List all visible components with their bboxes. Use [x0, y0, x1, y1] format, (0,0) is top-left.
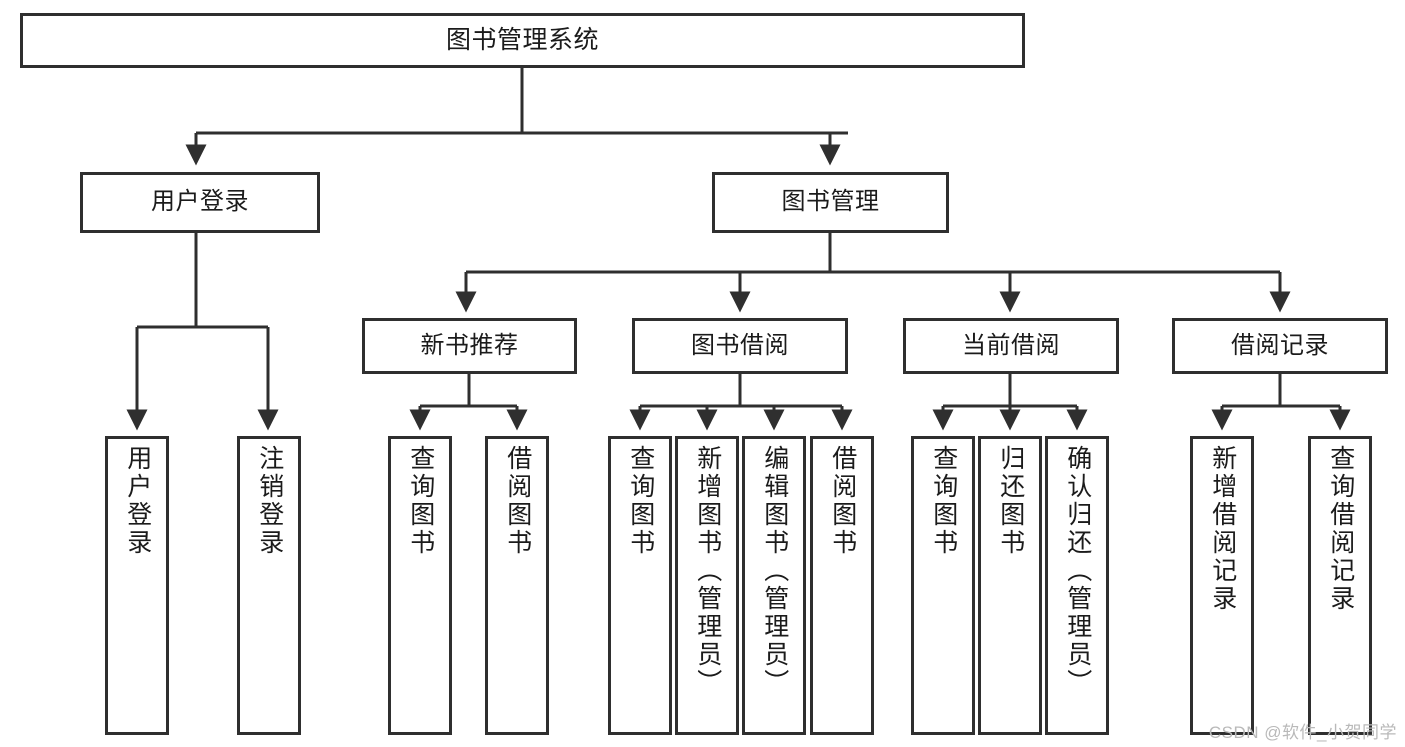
leaf-query-book-new-rec[interactable]: 查询图书: [388, 436, 452, 735]
node-label: 借阅记录: [1231, 331, 1329, 359]
leaf-add-borrow-record[interactable]: 新增借阅记录: [1190, 436, 1254, 735]
node-label: 查询图书: [406, 445, 435, 557]
node-book-borrow[interactable]: 图书借阅: [632, 318, 848, 374]
node-label: 确认归还（管理员）: [1063, 445, 1092, 697]
node-label: 查询借阅记录: [1326, 445, 1355, 613]
leaf-borrow-book-new-rec[interactable]: 借阅图书: [485, 436, 549, 735]
leaf-borrow-book[interactable]: 借阅图书: [810, 436, 874, 735]
node-label: 借阅图书: [503, 445, 532, 557]
node-label: 图书管理系统: [445, 25, 599, 54]
leaf-return-book[interactable]: 归还图书: [978, 436, 1042, 735]
node-label: 用户登录: [151, 188, 249, 216]
node-label: 编辑图书（管理员）: [760, 445, 789, 697]
node-label: 查询图书: [626, 445, 655, 557]
node-label: 注销登录: [255, 445, 284, 557]
leaf-query-borrow-record[interactable]: 查询借阅记录: [1308, 436, 1372, 735]
node-label: 新增借阅记录: [1208, 445, 1237, 613]
node-user-login[interactable]: 用户登录: [80, 172, 320, 233]
node-label: 用户登录: [123, 445, 152, 557]
node-label: 新书推荐: [420, 331, 519, 359]
node-label: 图书借阅: [691, 331, 789, 359]
node-label: 查询图书: [929, 445, 958, 557]
leaf-confirm-return-admin[interactable]: 确认归还（管理员）: [1045, 436, 1109, 735]
node-label: 新增图书（管理员）: [693, 445, 722, 697]
leaf-user-login[interactable]: 用户登录: [105, 436, 169, 735]
leaf-edit-book-admin[interactable]: 编辑图书（管理员）: [742, 436, 806, 735]
node-label: 当前借阅: [962, 331, 1060, 359]
node-new-book-recommendation[interactable]: 新书推荐: [362, 318, 577, 374]
leaf-logout[interactable]: 注销登录: [237, 436, 301, 735]
node-label: 图书管理: [781, 188, 880, 216]
csdn-watermark: CSDN @软件_小贺同学: [1208, 723, 1397, 742]
leaf-query-book-borrow[interactable]: 查询图书: [608, 436, 672, 735]
node-label: 借阅图书: [828, 445, 857, 557]
node-current-borrow[interactable]: 当前借阅: [903, 318, 1119, 374]
leaf-add-book-admin[interactable]: 新增图书（管理员）: [675, 436, 739, 735]
node-borrow-record[interactable]: 借阅记录: [1172, 318, 1388, 374]
node-label: 归还图书: [996, 445, 1025, 557]
node-book-management[interactable]: 图书管理: [712, 172, 949, 233]
node-root-book-management-system[interactable]: 图书管理系统: [20, 13, 1025, 68]
leaf-query-book-current[interactable]: 查询图书: [911, 436, 975, 735]
